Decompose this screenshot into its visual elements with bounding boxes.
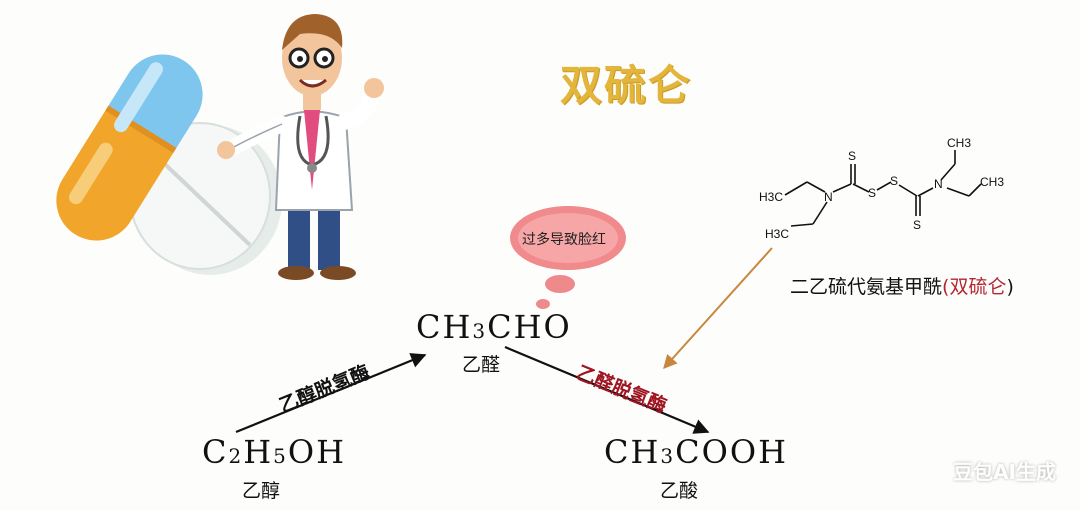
formula-acetic-acid: CH3COOH [604, 433, 788, 471]
formula-ethanol: C2H5OH [202, 433, 346, 471]
label-ch3-right: CH3 [980, 175, 1004, 189]
name-acetic-acid: 乙酸 [660, 480, 699, 502]
disulfiram-name: 二乙硫代氨基甲酰(双硫仑) [790, 276, 1014, 298]
formula-acetaldehyde: CH3CHO [416, 308, 572, 346]
label-n-right: N [934, 177, 943, 191]
thought-bubble-text: 过多导致脸红 [522, 232, 606, 248]
label-s-link-1: S [868, 186, 876, 200]
page-title: 双硫仑 [560, 61, 693, 110]
label-ch3-top: CH3 [947, 136, 971, 150]
doctor-cartoon-icon [217, 14, 384, 280]
inhibition-arrow [663, 247, 773, 370]
label-n-left: N [824, 190, 833, 204]
arrow-ethanol-to-acetaldehyde [235, 353, 427, 434]
label-h3c-bottom: H3C [765, 227, 789, 241]
name-acetaldehyde: 乙醛 [462, 354, 501, 376]
illustration [56, 14, 384, 280]
label-s-bottom: S [913, 218, 921, 232]
disulfiram-structure: S S S S N N H3C H3C CH3 CH3 [759, 136, 1004, 241]
arrow-acetaldehyde-to-acetic-acid [504, 345, 710, 434]
label-s-link-2: S [890, 174, 898, 188]
label-s-top-left: S [848, 149, 856, 163]
label-h3c-top: H3C [759, 190, 783, 204]
capsule-icon [56, 54, 203, 241]
watermark: 豆包AI生成 [953, 460, 1056, 484]
name-ethanol: 乙醇 [242, 480, 281, 502]
thought-bubble [510, 206, 626, 309]
